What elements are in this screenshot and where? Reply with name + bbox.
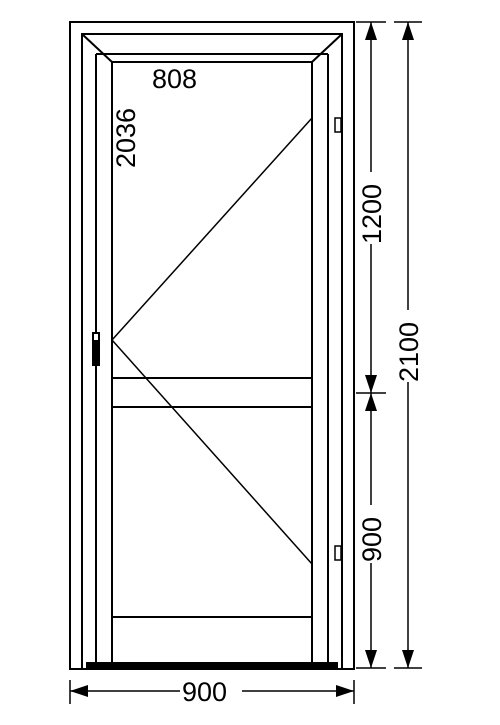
outer-frame xyxy=(69,21,355,670)
arrow-top-icon xyxy=(365,22,377,40)
upper-height-label: 1200 xyxy=(357,184,387,244)
opening-line-lower xyxy=(111,339,313,565)
handle-plate xyxy=(92,332,100,366)
total-height-bg xyxy=(395,310,421,382)
handle-key-hole xyxy=(94,334,98,340)
arrow-right-icon xyxy=(336,685,354,697)
total-width-bg xyxy=(180,678,242,704)
arrow-bottom-icon xyxy=(365,650,377,668)
sash-height-label: 2036 xyxy=(111,108,141,168)
lower-height-label: 900 xyxy=(357,517,387,562)
lower-height-bg xyxy=(358,505,384,563)
door-handle-icon xyxy=(92,332,100,366)
dimension-chain-right: 1200 900 xyxy=(356,21,387,669)
upper-height-bg xyxy=(358,172,384,244)
frame-mitre-left xyxy=(81,33,113,63)
hinge-bottom-icon xyxy=(334,545,342,561)
sash-glass-edge xyxy=(111,61,313,667)
frame-inner-edge xyxy=(81,33,343,670)
arrow-total-bottom-icon xyxy=(402,650,414,668)
sash-width-label: 808 xyxy=(152,64,197,94)
arrow-mid-down-icon xyxy=(365,393,377,411)
frame-mitre-right xyxy=(311,33,343,63)
total-height-label: 2100 xyxy=(394,322,424,382)
arrow-total-top-icon xyxy=(402,22,414,40)
dimension-total-height: 2100 xyxy=(394,21,424,669)
dimension-total-width: 900 xyxy=(69,677,355,707)
hinges xyxy=(334,117,342,561)
arrow-mid-up-icon xyxy=(365,375,377,393)
threshold xyxy=(86,662,338,668)
opening-line-upper xyxy=(111,117,313,341)
arrow-left-icon xyxy=(70,685,88,697)
hinge-top-icon xyxy=(334,117,342,133)
total-width-label: 900 xyxy=(182,677,227,707)
opening-triangle xyxy=(111,117,313,565)
